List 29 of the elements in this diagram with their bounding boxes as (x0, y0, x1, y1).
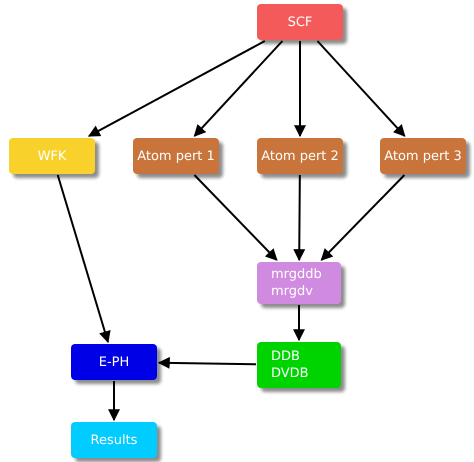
arrow (316, 40, 406, 137)
process-box (133, 138, 219, 174)
arrow (320, 174, 406, 261)
process-box (257, 4, 343, 40)
process-box (71, 422, 157, 458)
arrow (88, 40, 266, 137)
node-label: DDB DVDB (271, 348, 310, 382)
node-label: Atom pert 3 (384, 148, 462, 164)
arrow (194, 40, 284, 137)
node-label: Atom pert 2 (261, 148, 339, 164)
process-box (257, 138, 343, 174)
process-box (257, 262, 341, 304)
arrow (293, 305, 305, 342)
node-label: Results (90, 432, 138, 448)
process-box (380, 138, 466, 174)
arrow (108, 381, 120, 422)
node-label: E-PH (98, 354, 130, 370)
arrow (56, 174, 111, 344)
arrow (158, 356, 256, 369)
node-label: WFK (38, 148, 66, 164)
arrow (293, 175, 306, 262)
process-box (71, 344, 157, 380)
arrow (194, 174, 278, 261)
arrow (294, 41, 306, 138)
node-label: SCF (288, 14, 312, 30)
process-box (9, 138, 95, 174)
node-label: Atom pert 1 (137, 148, 215, 164)
process-box (257, 342, 341, 388)
node-label: mrgddb mrgdv (271, 266, 323, 300)
